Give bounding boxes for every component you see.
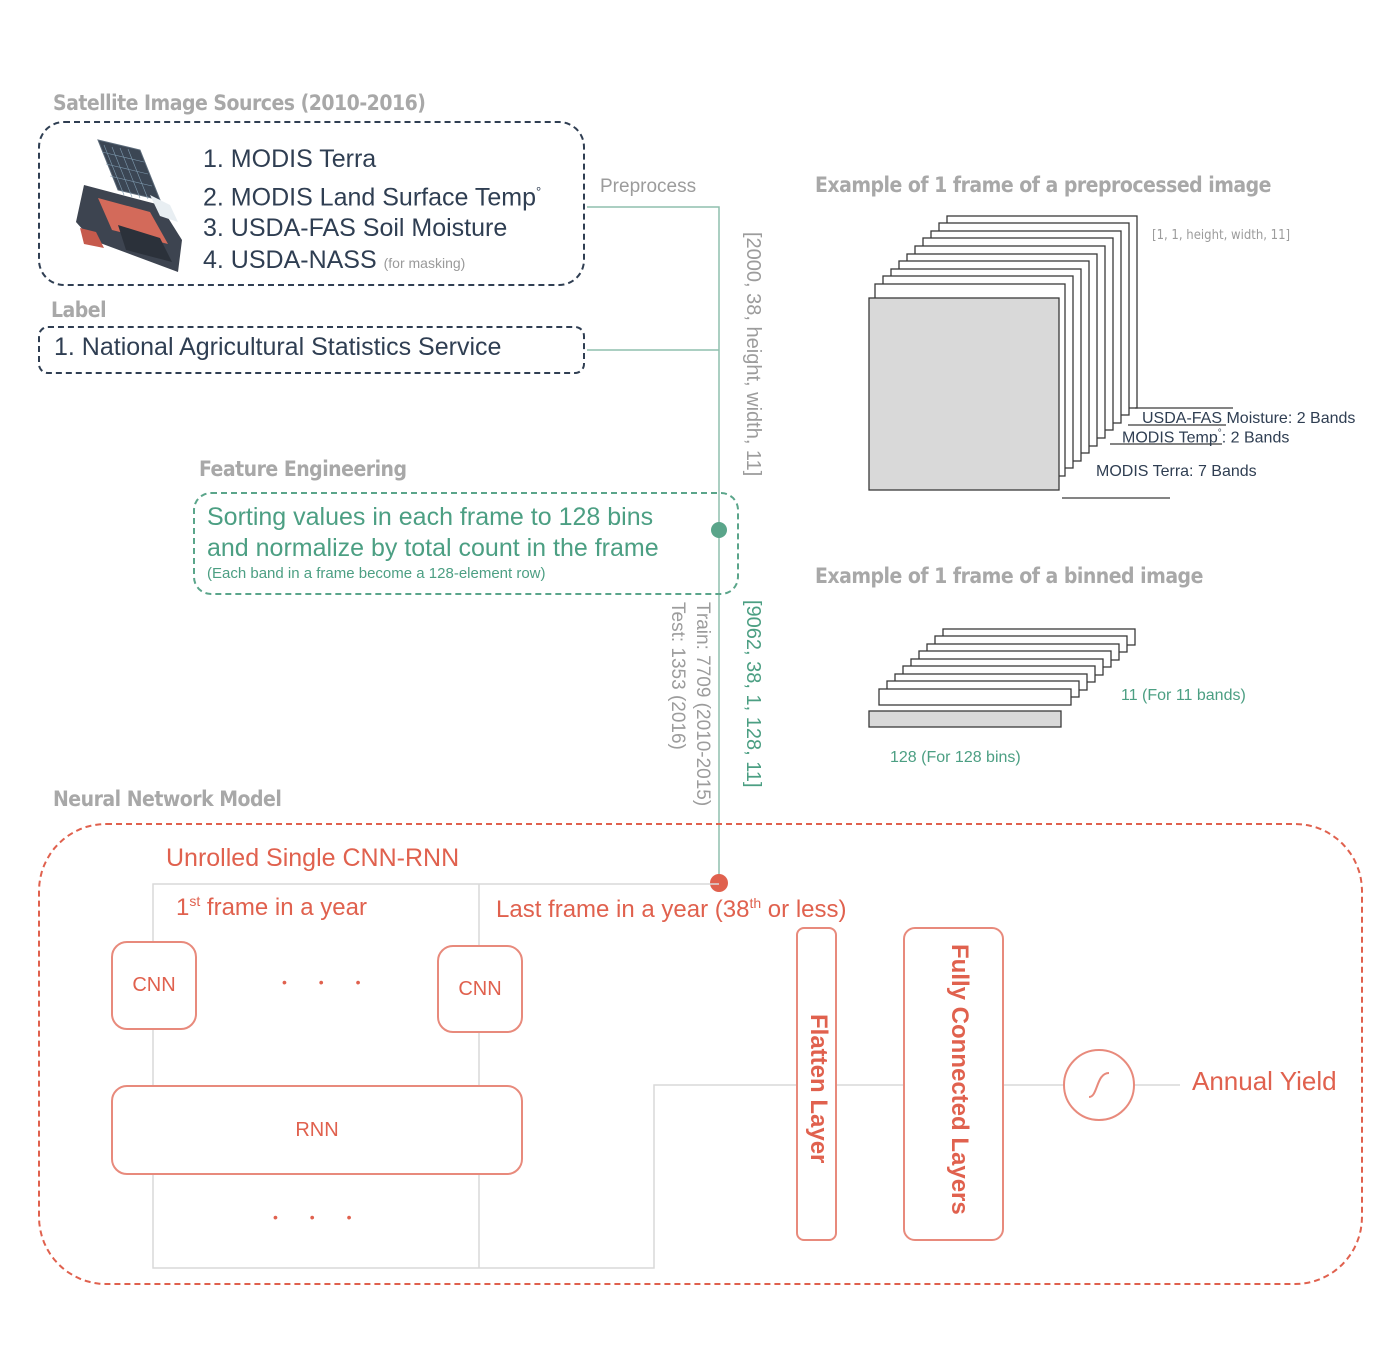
- preprocess-shape: [2000, 38, height, width, 11]: [742, 232, 764, 477]
- fully-connected-layers: [903, 927, 1004, 1241]
- preprocessed-stack: [868, 215, 1138, 491]
- fe-dot: [711, 522, 727, 538]
- fe-line-2: and normalize by total count in the fram…: [207, 534, 659, 562]
- fe-text: Sorting values in each frame to 128 bins…: [207, 502, 659, 584]
- source-item-1: 1. MODIS Terra: [203, 145, 377, 173]
- preprocess-connector: [587, 206, 720, 530]
- sigmoid-icon: [1088, 1072, 1110, 1098]
- label-item: 1. National Agricultural Statistics Serv…: [54, 333, 502, 361]
- bins-label: 128 (For 128 bins): [890, 749, 1021, 766]
- bands-label: 11 (For 11 bands): [1121, 687, 1246, 704]
- label-header: Label: [51, 298, 107, 322]
- satellite-icon: [76, 139, 182, 272]
- test-split: Test: 1353 (2016): [667, 602, 688, 750]
- preprocessed-example-header: Example of 1 frame of a preprocessed ima…: [815, 173, 1272, 197]
- terra-bands: MODIS Terra: 7 Bands: [1096, 463, 1257, 480]
- fe-box: [193, 492, 739, 595]
- fe-line-1: Sorting values in each frame to 128 bins: [207, 503, 654, 531]
- preprocessed-stack-lead-lines: [1062, 407, 1233, 499]
- train-split: Train: 7709 (2010-2015): [692, 602, 713, 807]
- binned-stack: [868, 628, 1136, 728]
- model-title: Unrolled Single CNN-RNN: [166, 844, 460, 872]
- model-input-dot: [710, 874, 728, 892]
- sources-list: 1. MODIS Terra 2. MODIS Land Surface Tem…: [203, 144, 541, 279]
- temp-bands: MODIS Temp°: 2 Bands: [1122, 428, 1290, 447]
- model-header: Neural Network Model: [53, 787, 282, 811]
- preprocess-label: Preprocess: [600, 176, 697, 197]
- degree-mark: °: [536, 183, 542, 199]
- binned-example-header: Example of 1 frame of a binned image: [815, 564, 1203, 588]
- label-box: [38, 326, 585, 374]
- source-item-2: 2. MODIS Land Surface Temp°: [203, 182, 542, 211]
- cnn-block-first: CNN: [111, 941, 197, 1030]
- fe-shape: [9062, 38, 1, 128, 11]: [742, 600, 764, 788]
- source-item-3: 3. USDA-FAS Soil Moisture: [203, 214, 508, 243]
- flatten-label: Flatten Layer: [805, 1014, 832, 1164]
- fully-connected-label: Fully Connected Layers: [946, 944, 973, 1215]
- ellipsis-bottom: • • •: [273, 1209, 366, 1225]
- sigmoid-node: [1063, 1049, 1135, 1121]
- masking-note: (for masking): [383, 254, 466, 271]
- flatten-layer: [796, 927, 837, 1241]
- rnn-output-line: [152, 1084, 797, 1269]
- annual-yield-output: Annual Yield: [1192, 1066, 1337, 1096]
- moisture-bands: USDA-FAS Moisture: 2 Bands: [1142, 410, 1356, 427]
- rnn-block: RNN: [111, 1085, 523, 1175]
- last-frame-label: Last frame in a year (38th or less): [496, 895, 847, 923]
- cnn-block-last: CNN: [437, 945, 523, 1033]
- model-box: [38, 823, 1363, 1285]
- source-item-4: 4. USDA-NASS (for masking): [203, 245, 466, 274]
- sources-header: Satellite Image Sources (2010-2016): [53, 91, 426, 115]
- fe-header: Feature Engineering: [199, 457, 407, 481]
- preprocessed-dims: [1, 1, height, width, 11]: [1152, 228, 1291, 243]
- fe-note: (Each band in a frame become a 128-eleme…: [207, 565, 546, 582]
- sources-box: [38, 121, 585, 286]
- ellipsis-top: • • •: [282, 974, 375, 990]
- frame-line-top: [152, 883, 719, 945]
- first-frame-label: 1st frame in a year: [176, 893, 367, 921]
